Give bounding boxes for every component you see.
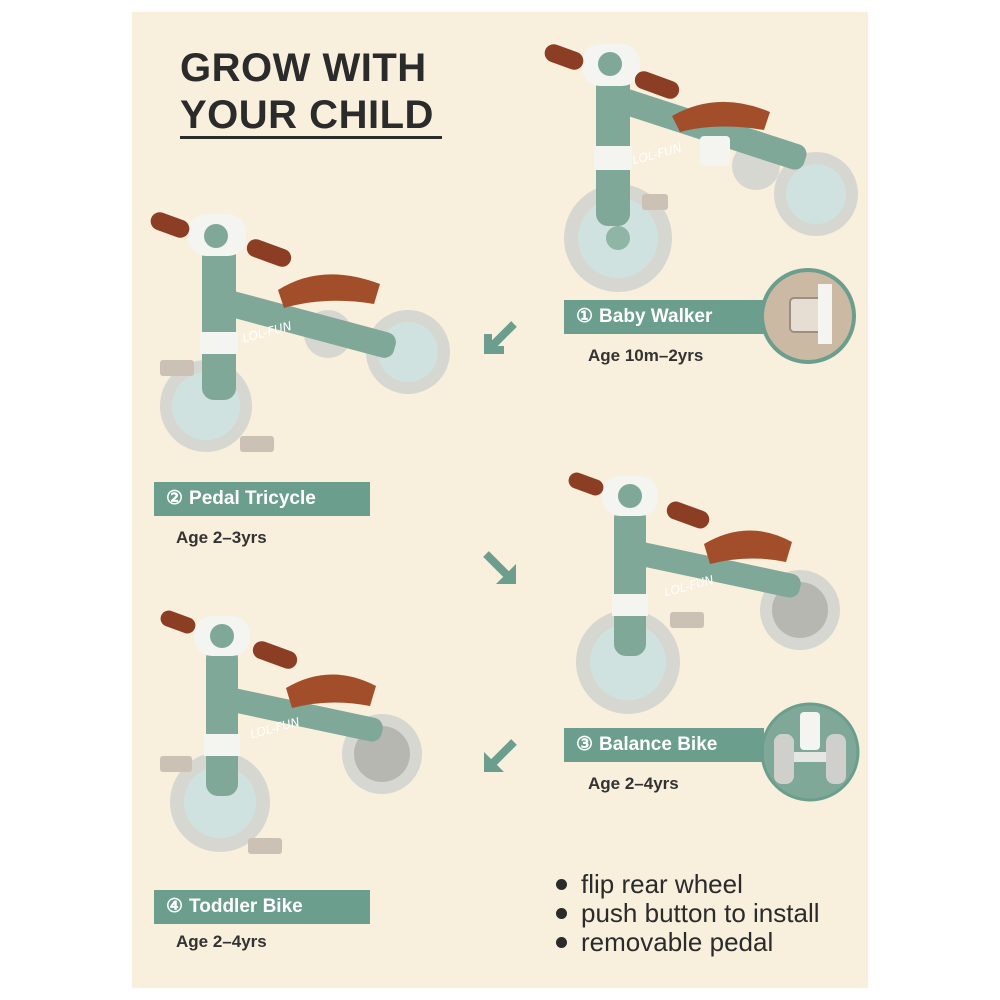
bike-drawing (160, 610, 422, 854)
stage-name: Pedal Tricycle (189, 488, 316, 509)
pedal-tricycle-illustration: LOL-FUN (150, 212, 450, 452)
stage-name: Toddler Bike (189, 896, 303, 917)
stage-number: ① (576, 306, 594, 327)
baby-walker-illustration: LOL-FUN (544, 44, 858, 292)
product-panel: GROW WITH YOUR CHILD LOL-FUN (132, 12, 868, 988)
toddler-bike-illustration: LOL-FUN (160, 610, 422, 854)
arrow-down-left-icon (484, 321, 517, 354)
arrow-down-left-icon (484, 739, 517, 772)
brand-logo: LOL-FUN (663, 573, 715, 600)
feature-note: push button to install (556, 899, 820, 928)
stage-age-pedal-tricycle: Age 2–3yrs (176, 528, 267, 547)
stage-age-toddler-bike: Age 2–4yrs (176, 932, 267, 951)
balance-bike-illustration: LOL-FUN (568, 472, 840, 714)
stage-number: ④ (166, 896, 184, 917)
stage-number: ② (166, 488, 184, 509)
wheel-detail-inset (760, 702, 860, 802)
bullet-icon (556, 937, 567, 948)
headline-line-2: YOUR CHILD (180, 93, 434, 137)
brand-logo: LOL-FUN (631, 141, 683, 168)
bike-drawing (568, 472, 840, 714)
bike-drawing (150, 212, 450, 452)
feature-note-text: push button to install (581, 898, 820, 928)
bullet-icon (556, 879, 567, 890)
headline-underline (180, 136, 442, 139)
feature-note-text: flip rear wheel (581, 869, 743, 899)
headline-line-1: GROW WITH (180, 46, 427, 90)
arrow-down-right-icon (483, 551, 516, 584)
bullet-icon (556, 908, 567, 919)
feature-note-text: removable pedal (581, 927, 774, 957)
feature-note: removable pedal (556, 928, 820, 957)
stage-name: Balance Bike (599, 734, 718, 755)
stage-age-baby-walker: Age 10m–2yrs (588, 346, 704, 365)
pedal-detail-inset (760, 268, 856, 364)
feature-notes: flip rear wheel push button to install r… (556, 870, 820, 957)
feature-note: flip rear wheel (556, 870, 820, 899)
stage-name: Baby Walker (599, 306, 713, 327)
stage-number: ③ (576, 734, 594, 755)
stage-age-balance-bike: Age 2–4yrs (588, 774, 679, 793)
bike-drawing (544, 44, 858, 292)
